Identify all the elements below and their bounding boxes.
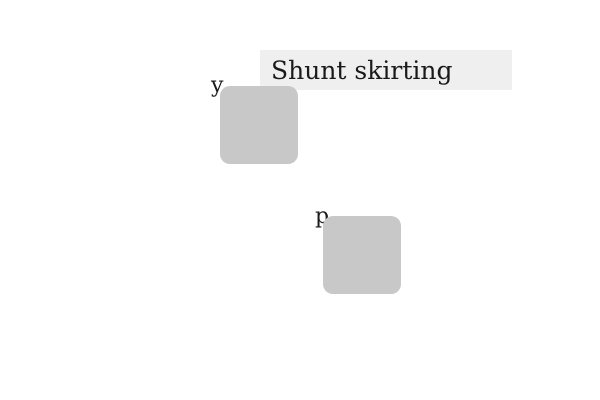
- title-text: Shunt skirting: [271, 55, 453, 85]
- node-box-p[interactable]: [323, 216, 401, 294]
- node-box-y[interactable]: [220, 86, 298, 164]
- title-banner: Shunt skirting: [260, 50, 512, 90]
